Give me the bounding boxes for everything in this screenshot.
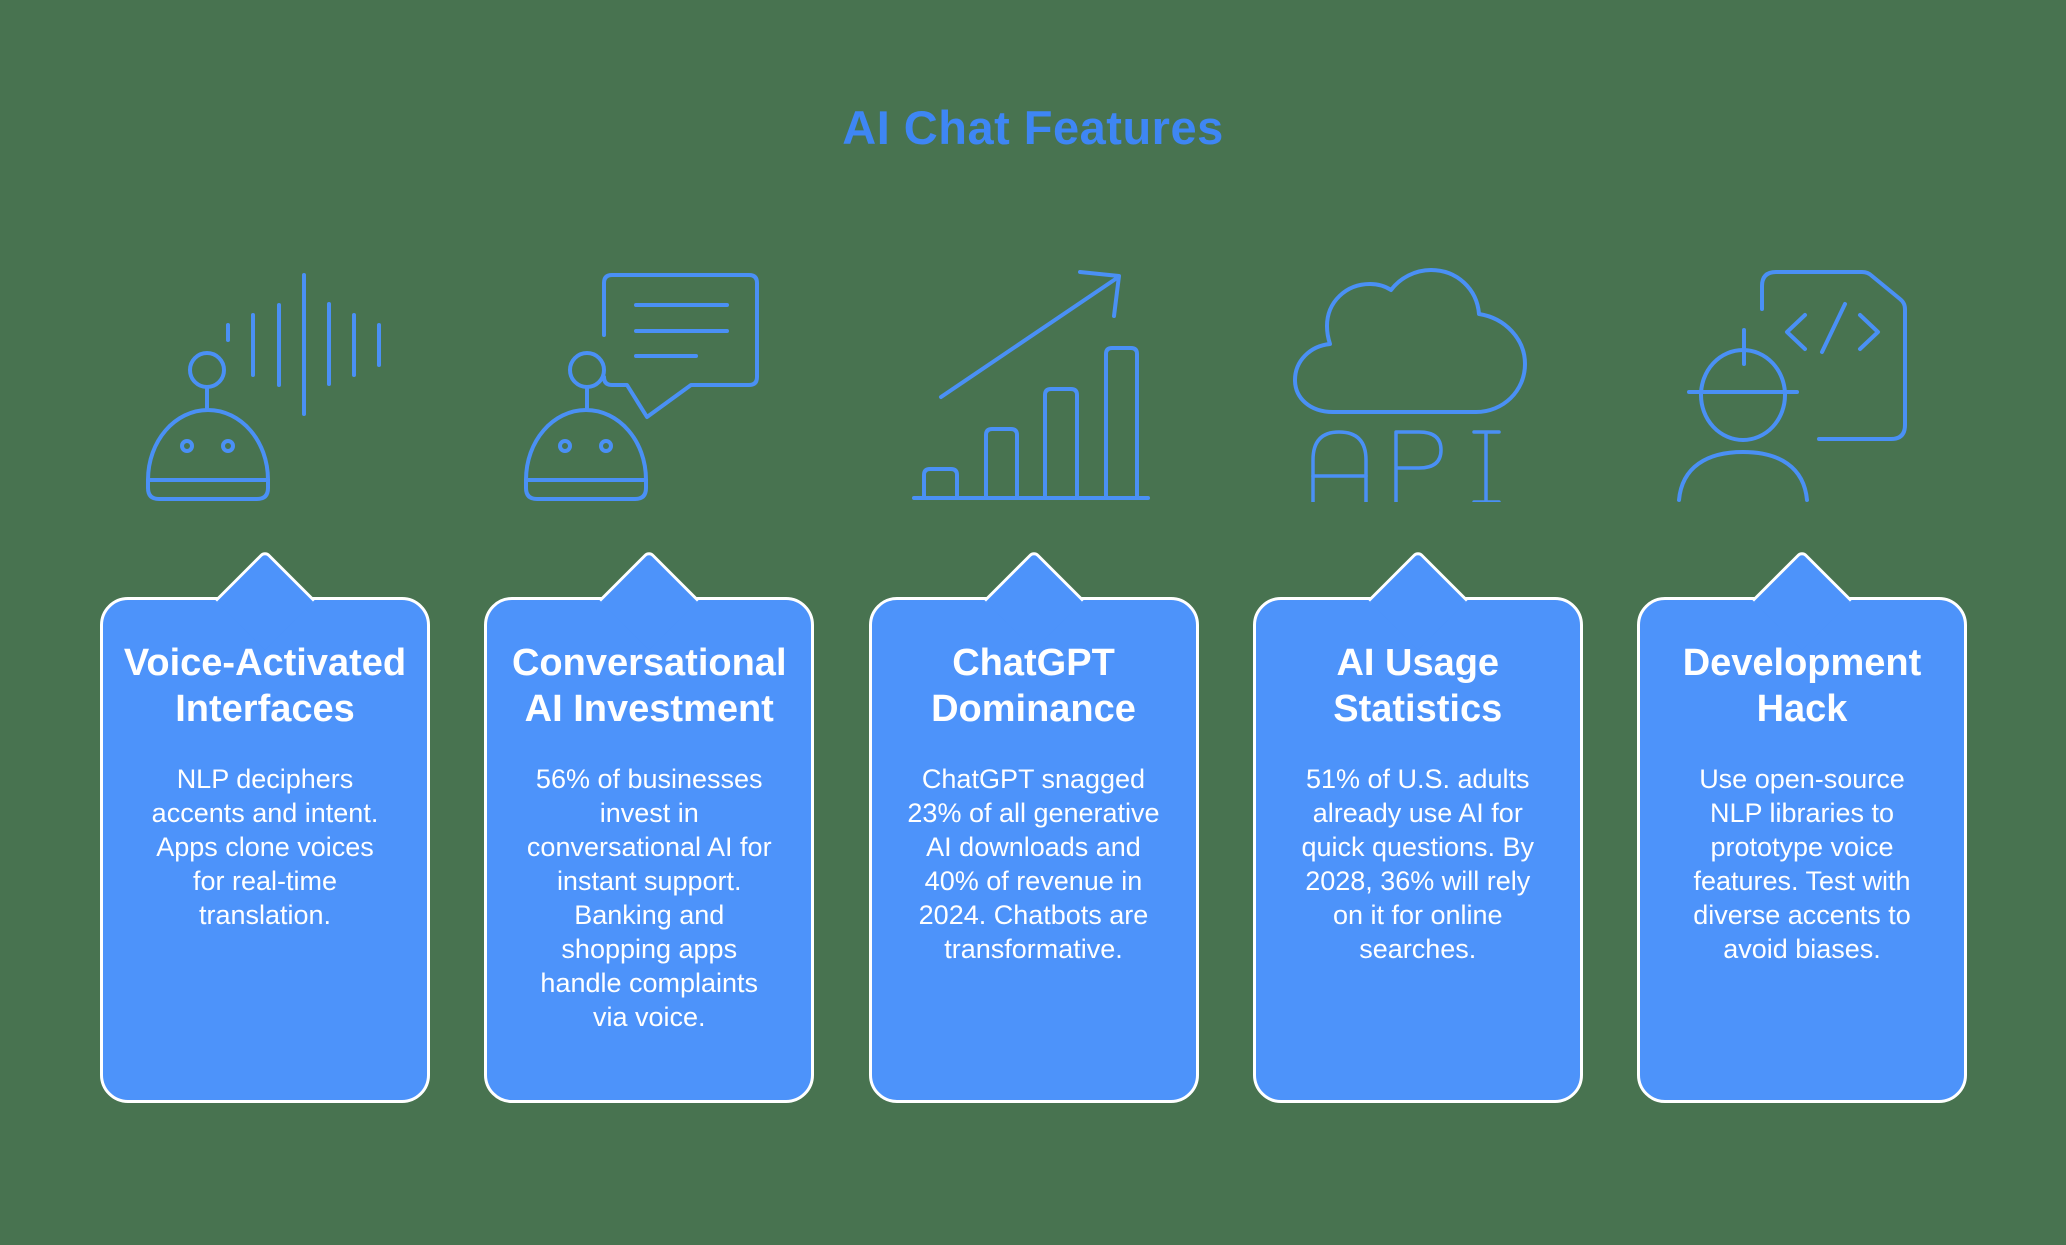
card-chatgpt-dominance: ChatGPT Dominance ChatGPT snagged 23% of… [868,549,1199,1103]
card-body: NLP deciphers accents and intent. Apps c… [151,764,379,930]
developer-code-document-icon [1677,270,1907,502]
icon-slot-api [1253,262,1583,502]
icons-row [100,262,1967,502]
card-title: AI Usage Statistics [1333,642,1503,730]
robot-chat-bubble-icon [524,273,760,501]
card-title: Voice-Activated Interfaces [123,642,407,730]
icon-slot-growth [869,262,1199,502]
card-title: Conversational AI Investment [511,642,787,730]
cloud-api-icon [1292,268,1527,502]
icon-slot-voice [100,262,430,502]
icon-slot-chat [484,262,814,502]
card-body: 51% of U.S. adults already use AI for qu… [1301,764,1535,964]
card-body: ChatGPT snagged 23% of all generative AI… [907,764,1160,964]
card-pointer [214,549,316,650]
card-ai-usage-statistics: AI Usage Statistics 51% of U.S. adults a… [1252,549,1583,1103]
card-title: Development Hack [1682,642,1922,730]
card-voice-activated-interfaces: Voice-Activated Interfaces NLP deciphers… [100,549,430,1103]
api-letters [1311,430,1501,502]
card-body: Use open-source NLP libraries to prototy… [1693,764,1911,964]
card-pointer [1751,549,1853,650]
card-conversational-ai-investment: Conversational AI Investment 56% of busi… [484,549,815,1103]
cards-row: Voice-Activated Interfaces NLP deciphers… [100,549,1967,1103]
growth-bar-chart-icon [911,270,1150,500]
card-body: 56% of businesses invest in conversation… [526,764,772,1032]
icon-slot-dev [1637,262,1967,502]
card-pointer [1367,549,1468,650]
card-development-hack: Development Hack Use open-source NLP lib… [1637,549,1967,1103]
voice-robot-sound-waves-icon [146,273,381,501]
card-pointer [983,549,1084,650]
card-title: ChatGPT Dominance [931,642,1136,730]
card-pointer [599,549,700,650]
page-title: AI Chat Features [842,101,1224,154]
